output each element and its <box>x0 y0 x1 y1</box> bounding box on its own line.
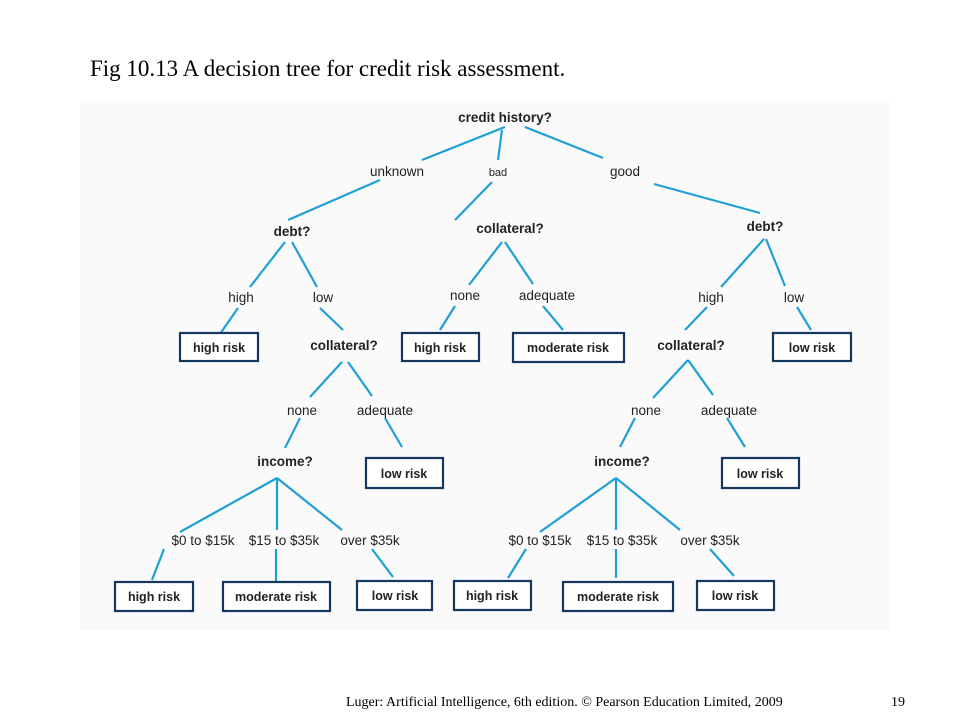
leaf-high-risk: high risk <box>400 331 481 363</box>
node-debt-good: debt? <box>747 219 784 234</box>
decision-tree-diagram: credit history? unknown bad good debt? h… <box>80 100 890 630</box>
page-number: 19 <box>891 695 905 710</box>
branch-debt-high: high <box>228 290 254 305</box>
leaf-low-risk: low risk <box>364 456 445 490</box>
leaf-label: low risk <box>381 467 428 481</box>
leaf-label: high risk <box>414 341 466 355</box>
leaf-label: low risk <box>737 467 784 481</box>
branch-income-over-35k: over $35k <box>680 533 740 548</box>
leaf-low-risk: low risk <box>355 579 434 612</box>
leaf-label: high risk <box>128 590 180 604</box>
branch-collateral-adequate: adequate <box>357 403 413 418</box>
leaf-moderate-risk: moderate risk <box>561 580 675 613</box>
leaf-label: moderate risk <box>235 590 317 604</box>
node-collateral-good: collateral? <box>657 338 725 353</box>
leaf-low-risk: low risk <box>771 331 853 363</box>
leaf-label: low risk <box>372 589 419 603</box>
branch-bad: bad <box>489 167 507 179</box>
branch-collateral-none: none <box>287 403 317 418</box>
branch-debt-low: low <box>313 290 334 305</box>
branch-debt-high: high <box>698 290 724 305</box>
leaf-label: moderate risk <box>577 590 659 604</box>
figure-title: Fig 10.13 A decision tree for credit ris… <box>90 56 566 81</box>
leaf-label: moderate risk <box>527 341 609 355</box>
branch-debt-low: low <box>784 290 805 305</box>
branch-income-15-35k: $15 to $35k <box>587 533 658 548</box>
branch-income-over-35k: over $35k <box>340 533 400 548</box>
branch-collateral-none: none <box>631 403 661 418</box>
leaf-high-risk: high risk <box>178 331 260 363</box>
node-debt-unknown: debt? <box>274 224 311 239</box>
leaf-high-risk: high risk <box>452 579 533 612</box>
branch-collateral-adequate: adequate <box>701 403 757 418</box>
leaf-moderate-risk: moderate risk <box>221 580 332 613</box>
branch-good: good <box>610 164 640 179</box>
node-income-good: income? <box>594 454 650 469</box>
branch-income-15-35k: $15 to $35k <box>249 533 320 548</box>
leaf-moderate-risk: moderate risk <box>511 331 626 364</box>
footer-citation: Luger: Artificial Intelligence, 6th edit… <box>346 695 783 710</box>
branch-income-0-15k: $0 to $15k <box>171 533 234 548</box>
leaf-label: high risk <box>466 589 518 603</box>
branch-collateral-none: none <box>450 288 480 303</box>
leaf-label: low risk <box>712 589 759 603</box>
leaf-high-risk: high risk <box>113 580 195 613</box>
leaf-low-risk: low risk <box>720 456 801 490</box>
node-income-unknown: income? <box>257 454 313 469</box>
branch-income-0-15k: $0 to $15k <box>508 533 571 548</box>
leaf-low-risk: low risk <box>695 579 776 612</box>
decision-tree-svg: credit history? unknown bad good debt? h… <box>113 110 853 613</box>
branch-collateral-adequate: adequate <box>519 288 575 303</box>
node-collateral-bad: collateral? <box>476 221 544 236</box>
node-credit-history: credit history? <box>458 110 552 125</box>
leaf-label: high risk <box>193 341 245 355</box>
tree-edges <box>150 125 812 582</box>
node-collateral-unknown: collateral? <box>310 338 378 353</box>
leaf-label: low risk <box>789 341 836 355</box>
branch-unknown: unknown <box>370 164 424 179</box>
